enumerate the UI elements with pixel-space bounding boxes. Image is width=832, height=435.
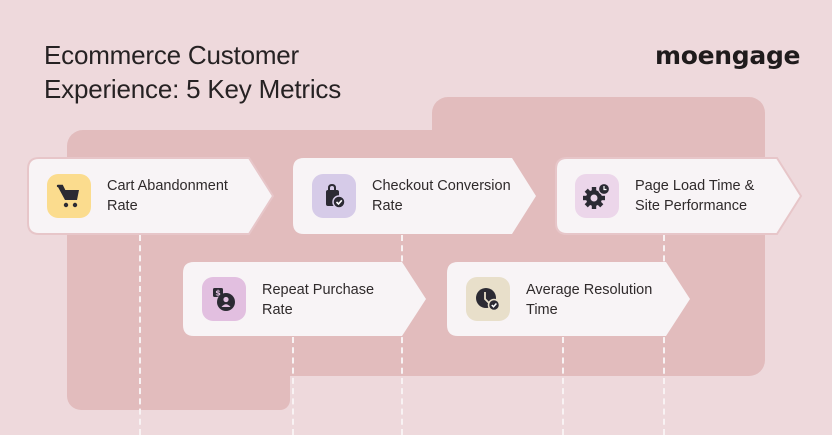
metric-icon-box: $: [202, 277, 246, 321]
metric-label: Cart Abandonment Rate: [107, 178, 228, 214]
svg-text:$: $: [215, 289, 221, 298]
metric-card-cart-abandonment: Cart Abandonment Rate: [27, 157, 275, 235]
clock-check-icon: [476, 288, 501, 312]
moengage-logo: moengage: [655, 41, 801, 70]
metric-card-checkout-conversion: Checkout Conversion Rate: [292, 157, 538, 235]
metric-label: Average Resolution Time: [526, 282, 653, 318]
title-line-2: Experience: 5 Key Metrics: [44, 74, 342, 104]
metric-icon-box: [466, 277, 510, 321]
metric-label: Page Load Time & Site Performance: [635, 178, 755, 214]
dashed-line-2: [292, 337, 294, 435]
shopping-cart-icon: [56, 184, 79, 208]
metric-card-average-resolution-time: Average Resolution Time: [446, 261, 692, 337]
metric-card-repeat-purchase: $ Repeat Purchase Rate: [182, 261, 428, 337]
metric-icon-box: [575, 174, 619, 218]
dashed-line-1: [139, 235, 141, 435]
shopping-bag-check-icon: [326, 183, 346, 209]
dashed-line-4: [562, 337, 564, 435]
metric-icon-box: [312, 174, 356, 218]
gear-clock-icon: [583, 182, 611, 209]
metric-label: Checkout Conversion Rate: [372, 178, 511, 214]
metric-icon-box: [47, 174, 91, 218]
title-line-1: Ecommerce Customer: [44, 40, 300, 70]
page-title: Ecommerce Customer Experience: 5 Key Met…: [44, 38, 341, 106]
metric-label: Repeat Purchase Rate: [262, 282, 375, 318]
metric-card-page-load-time: Page Load Time & Site Performance: [555, 157, 803, 235]
dollar-user-icon: $: [213, 288, 235, 311]
